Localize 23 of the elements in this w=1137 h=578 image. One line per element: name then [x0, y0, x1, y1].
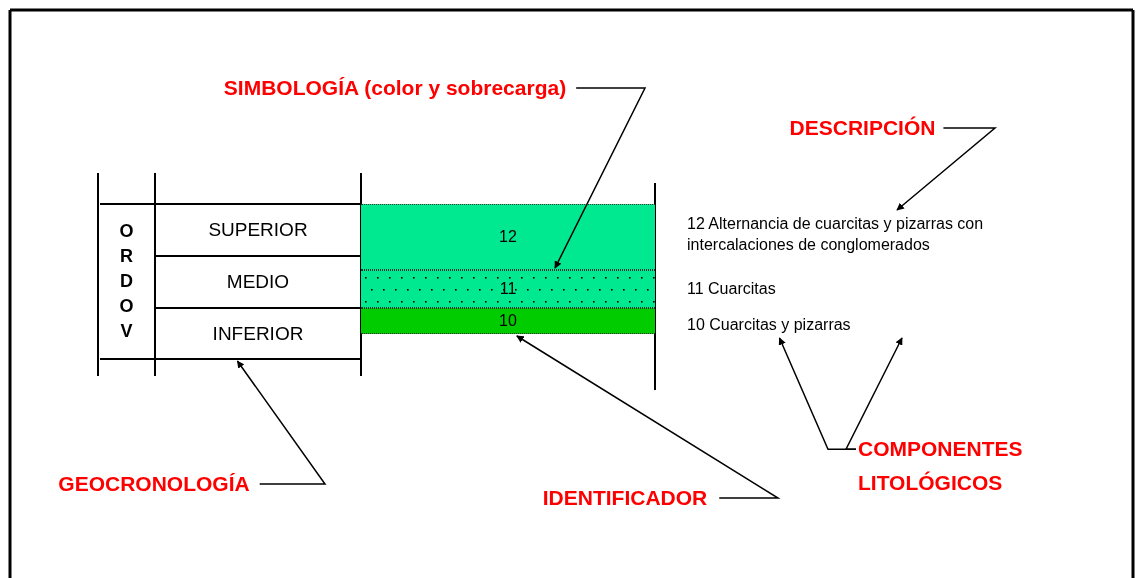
unit-description: 12 Alternancia de cuarcitas y pizarras con intercalaciones de conglomerados	[687, 214, 985, 255]
rock-unit-band	[361, 204, 655, 270]
callout-label: COMPONENTES LITOLÓGICOS	[858, 436, 1024, 496]
rock-unit-band	[361, 270, 655, 308]
leader-arrow	[554, 87, 647, 269]
unit-description: 11 Cuarcitas	[687, 278, 776, 299]
callout-label: SIMBOLOGÍA (color y sobrecarga)	[223, 75, 567, 102]
callout-label: IDENTIFICADOR	[542, 485, 708, 512]
leader-arrow	[844, 337, 903, 450]
rock-unit-band	[361, 308, 655, 334]
callout-label: DESCRIPCIÓN	[789, 115, 936, 142]
callout-label: GEOCRONOLOGÍA	[58, 471, 250, 498]
epoch-cell: INFERIOR	[212, 322, 304, 345]
unit-number: 11	[499, 280, 517, 298]
unit-description: 10 Cuarcitas y pizarras	[687, 314, 851, 335]
unit-number: 12	[499, 228, 517, 246]
leader-arrow	[516, 335, 781, 499]
unit-number: 10	[499, 312, 517, 330]
leader-arrow	[896, 127, 998, 211]
epoch-cell: MEDIO	[226, 271, 290, 293]
period-cell-text: ORDOV	[118, 219, 135, 344]
epoch-cell: SUPERIOR	[208, 219, 308, 241]
leader-arrow	[236, 360, 327, 485]
